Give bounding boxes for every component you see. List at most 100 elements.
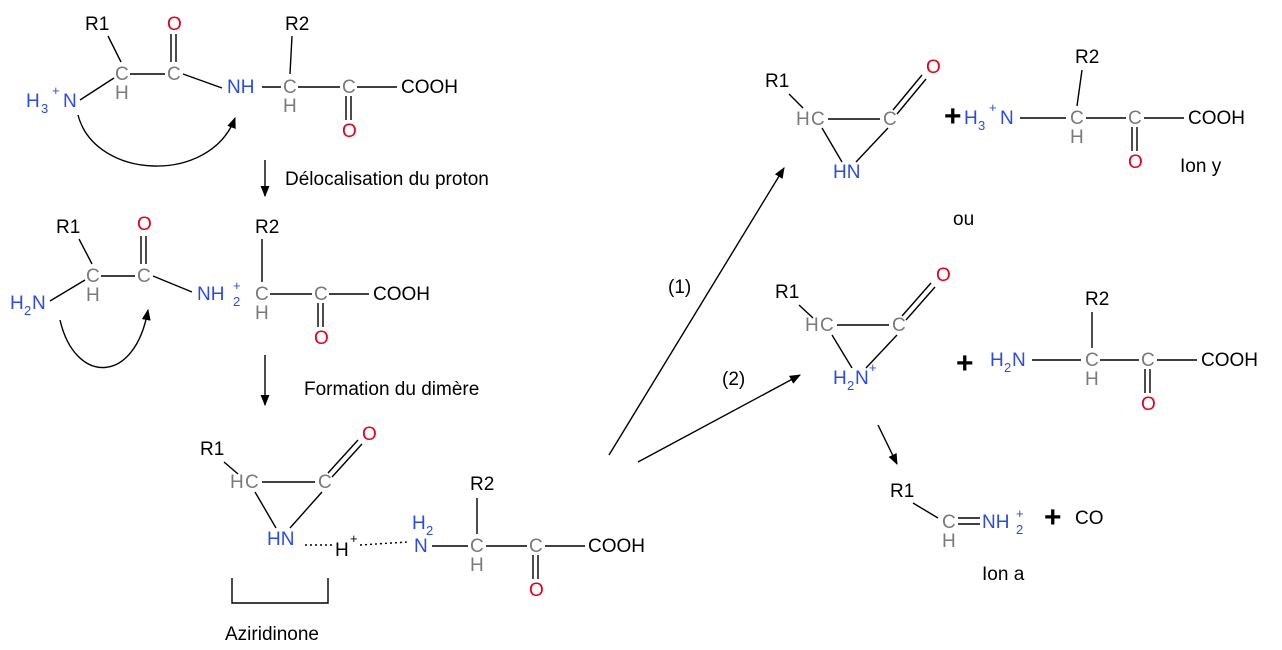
ring-nh-p2-n: N xyxy=(855,368,869,389)
ion-a-label: Ion a xyxy=(982,564,1025,585)
amine-n: N xyxy=(32,293,46,314)
h-alpha1: H xyxy=(115,83,129,104)
amine-n-3: N xyxy=(414,536,428,557)
ion-y-charge: + xyxy=(989,100,997,115)
oxygen-carbonyl1: O xyxy=(167,14,182,35)
cooh-group-2: COOH xyxy=(373,284,430,305)
carbon-keto: C xyxy=(342,77,356,98)
ammonium-sub3: 3 xyxy=(41,101,48,116)
carbon-alpha1: C xyxy=(115,64,129,85)
oxygen-ring-p2: O xyxy=(936,265,951,286)
ring-hn-3: HN xyxy=(267,529,294,550)
oxygen-keto-p2: O xyxy=(1141,394,1156,415)
r2-label-3: R2 xyxy=(470,474,494,495)
plus-sign-3: + xyxy=(1044,501,1062,534)
oxygen-carbonyl1-2: O xyxy=(137,214,152,235)
oxygen-keto-2: O xyxy=(314,328,329,349)
aziridinone-label: Aziridinone xyxy=(225,624,319,645)
r1-label: R1 xyxy=(85,14,109,35)
r2-label-2: R2 xyxy=(255,217,279,238)
product-ion-y: H 3 + N R2 C H C O COOH xyxy=(964,47,1245,173)
h-alpha-p2: H xyxy=(1085,369,1099,390)
carbon-alpha2: C xyxy=(283,77,297,98)
molecule-protonated-dipeptide: R1 C H C O H 3 + N NH R2 C H C O COOH xyxy=(26,14,458,167)
amine-h: H xyxy=(10,293,24,314)
carbon-alpha2-3: C xyxy=(470,536,484,557)
carbon-carbonyl1-2: C xyxy=(137,266,151,287)
bridging-charge: + xyxy=(350,531,358,546)
r2-label: R2 xyxy=(285,14,309,35)
ion-y-label: Ion y xyxy=(1180,156,1222,177)
ammonium-h: H xyxy=(26,91,40,112)
h-ring3: H xyxy=(230,472,244,493)
ring-nh-p2-charge: + xyxy=(869,360,877,375)
r1-label-2: R1 xyxy=(56,217,80,238)
ion-a-charge: + xyxy=(1016,506,1024,521)
co-molecule: CO xyxy=(1075,508,1104,529)
oxygen-ring3: O xyxy=(362,424,377,445)
cooh-group: COOH xyxy=(401,77,458,98)
plus-sign-2: + xyxy=(956,347,974,380)
ammonium-charge: + xyxy=(52,83,60,98)
carbon-ring-p1-a: C xyxy=(811,109,825,130)
product-aziridinone: R1 H C C O HN xyxy=(765,57,941,183)
amide-charge: + xyxy=(233,278,241,293)
product-amine: H 2 N R2 C H C O COOH xyxy=(990,289,1258,415)
amine-h-3: H xyxy=(412,513,426,534)
or-label: ou xyxy=(953,209,974,230)
carbon-ring-p1-b: C xyxy=(883,109,897,130)
h-alpha2-3: H xyxy=(470,555,484,576)
carbon-keto-p1: C xyxy=(1128,108,1142,129)
h-ring-p1: H xyxy=(796,109,810,130)
carbon-ring-p2-b: C xyxy=(892,315,906,336)
step1-label: Délocalisation du proton xyxy=(285,169,489,190)
ion-a-nh: NH xyxy=(982,512,1009,533)
molecule-proton-delocalised: R1 C H C O H 2 N NH 2 + R2 C H C O COOH xyxy=(10,214,430,369)
carbon-ring-p2-a: C xyxy=(820,315,834,336)
carbon-keto-2: C xyxy=(314,284,328,305)
amide-nh: NH xyxy=(227,77,254,98)
h-ring-p2: H xyxy=(805,315,819,336)
carbon-alpha-p2: C xyxy=(1085,350,1099,371)
ring-nh-p2-h: H xyxy=(833,368,847,389)
amine-h-p2: H xyxy=(990,350,1004,371)
carbon-alpha2-2: C xyxy=(255,284,269,305)
cooh-group-p2: COOH xyxy=(1201,350,1258,371)
carbon-alpha-p1: C xyxy=(1070,108,1084,129)
r2-label-p1: R2 xyxy=(1075,47,1099,68)
aziridinone-bracket xyxy=(231,578,329,604)
h-alpha2: H xyxy=(283,96,297,117)
path1-arrow xyxy=(608,167,785,456)
amide-sub2: 2 xyxy=(233,294,240,309)
molecule-dimer: R1 H C C O HN H + H 2 N R2 C H C O COOH xyxy=(200,424,645,601)
plus-sign-1: + xyxy=(944,100,962,133)
carbon-ring3-b: C xyxy=(318,472,332,493)
amide-nh2: NH xyxy=(197,284,224,305)
amine-n-p2: N xyxy=(1012,350,1026,371)
bridging-h: H xyxy=(335,540,349,561)
step2-label: Formation du dimère xyxy=(304,379,479,400)
amine-sub2-p2: 2 xyxy=(1004,360,1011,375)
path2-arrow xyxy=(637,374,801,463)
h-alpha-p1: H xyxy=(1070,127,1084,148)
ion-y-n: N xyxy=(1000,108,1014,129)
carbon-keto-p2: C xyxy=(1141,350,1155,371)
ion-y-h: H xyxy=(964,108,978,129)
cooh-group-p1: COOH xyxy=(1188,108,1245,129)
r1-label-p1: R1 xyxy=(765,71,789,92)
path1-label: (1) xyxy=(668,277,691,298)
amine-sub2-3: 2 xyxy=(426,523,433,538)
h-alpha1-2: H xyxy=(86,285,100,306)
carbon-keto-3: C xyxy=(529,536,543,557)
ion-a-sub2: 2 xyxy=(1016,522,1023,537)
oxygen-ring-p1: O xyxy=(926,57,941,78)
cooh-group-3: COOH xyxy=(588,536,645,557)
carbon-ring3-a: C xyxy=(245,472,259,493)
ion-y-sub3: 3 xyxy=(978,118,985,133)
oxygen-keto: O xyxy=(342,121,357,142)
h-ion-a: H xyxy=(942,531,956,552)
product-ion-a: R1 C H NH 2 + xyxy=(890,481,1024,552)
r1-label-3: R1 xyxy=(200,439,224,460)
carbon-carbonyl1: C xyxy=(167,64,181,85)
